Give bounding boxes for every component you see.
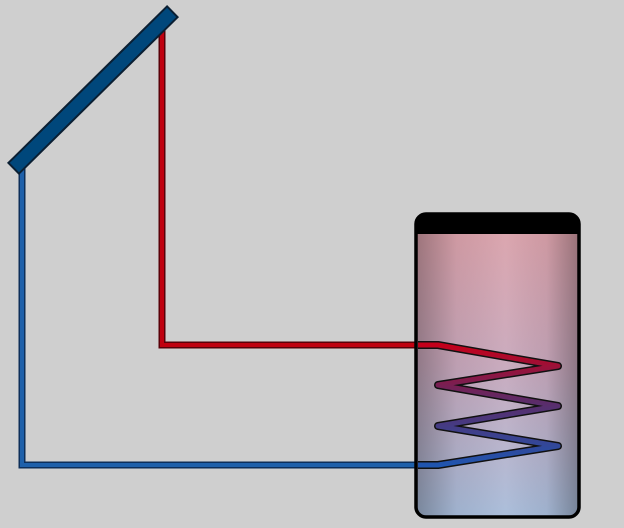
- solar-collector-icon: [6, 4, 180, 176]
- tank-cap: [416, 214, 579, 234]
- hot-flow-pipe: [158, 22, 438, 349]
- heat-exchanger-coil-icon: [418, 341, 562, 469]
- cold-return-pipe: [18, 166, 438, 469]
